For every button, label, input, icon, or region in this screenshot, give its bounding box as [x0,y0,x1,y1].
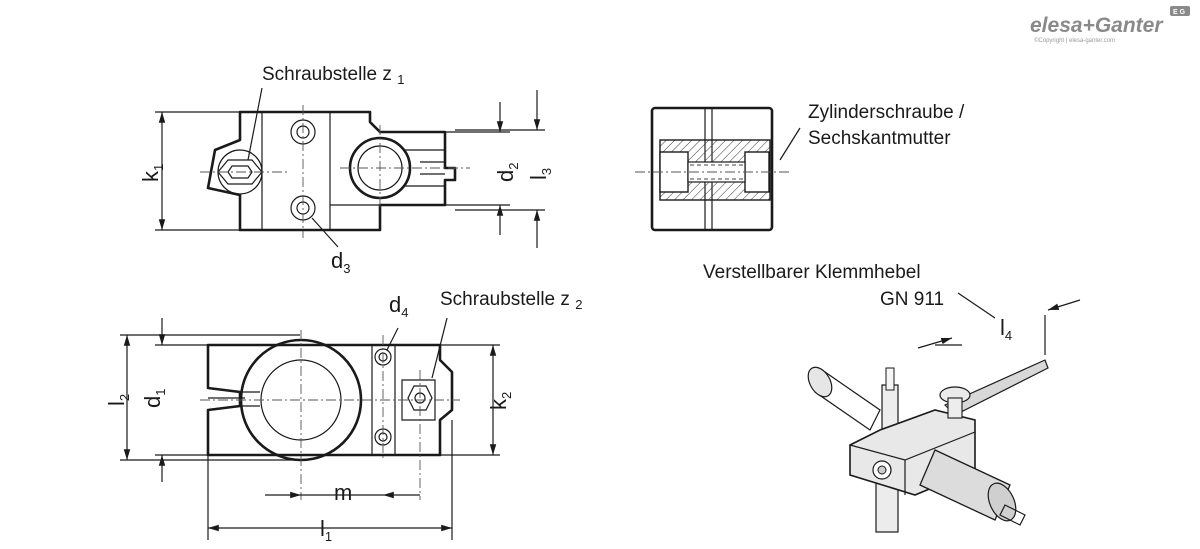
dim-l3: l3 [526,168,554,180]
svg-text:d1: d1 [140,389,168,408]
svg-text:k1: k1 [138,164,166,182]
eg-badge-text: E G [1173,9,1186,16]
front-view [120,317,500,540]
section-view [635,106,801,232]
dim-d1: d1 [140,389,168,408]
dim-d4: d4 [389,292,408,320]
isometric-view [807,292,1081,533]
svg-text:d2: d2 [493,163,521,182]
label-schraubstelle-z1: Schraubstelle z 1 [262,64,404,87]
label-sechskantmutter: Sechskantmutter [808,128,951,149]
top-view [155,87,545,248]
label-schraubstelle-z2: Schraubstelle z 2 [440,289,582,312]
label-klemmhebel: Verstellbarer Klemmhebel [703,262,921,283]
dim-d3: d3 [331,248,350,276]
dim-k2: k2 [486,392,514,410]
label-gn911: GN 911 [880,289,944,310]
dim-k1: k1 [138,164,166,182]
dim-l1: l1 [320,516,332,544]
eg-badge [1170,6,1190,16]
svg-text:l3: l3 [526,168,554,180]
label-zylinderschraube: Zylinderschraube / [808,102,965,123]
dim-l2: l2 [104,394,132,406]
dim-m: m [334,480,352,505]
svg-text:k2: k2 [486,392,514,410]
brand-logo: elesa+Ganter ©Copyright | elesa-ganter.c… [1030,6,1190,44]
dim-l4: l4 [1000,315,1012,343]
svg-text:l2: l2 [104,394,132,406]
logo-copyright: ©Copyright | elesa-ganter.com [1034,37,1115,44]
dim-d2: d2 [493,163,521,182]
logo-text: elesa+Ganter [1030,14,1164,37]
